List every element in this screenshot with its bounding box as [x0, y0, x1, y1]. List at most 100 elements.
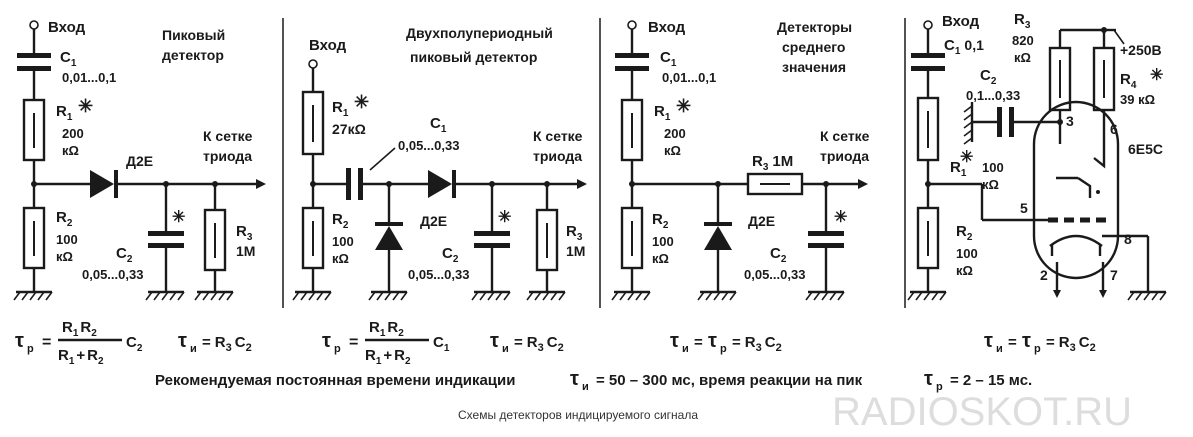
r4-label: R4 — [1120, 71, 1137, 91]
pin-8: 8 — [1124, 231, 1132, 247]
c1-value: 0,01...0,1 — [62, 70, 116, 85]
svg-text:=: = — [42, 334, 51, 351]
ground-symbol — [805, 290, 845, 301]
grid-label-2: триода — [203, 148, 252, 164]
r3-label: R3 — [236, 223, 253, 243]
c2-value: 0,05...0,33 — [82, 267, 143, 282]
r2-unit: кΩ — [956, 263, 973, 278]
input-label: Вход — [648, 19, 686, 36]
r2-unit: кΩ — [652, 251, 669, 266]
r4-star: ✳ — [1150, 67, 1163, 84]
svg-text:=: = — [1008, 334, 1017, 351]
c2-value: 0,1...0,33 — [966, 88, 1020, 103]
c1-value: 0,05...0,33 — [398, 138, 459, 153]
svg-text:р: р — [1034, 343, 1041, 355]
r1-value: 100 — [982, 160, 1004, 175]
svg-text:=: = — [694, 334, 703, 351]
c2-value: 0,05...0,33 — [408, 267, 469, 282]
grid-label-1: К сетке — [820, 128, 870, 144]
title-line2: пиковый детектор — [410, 49, 537, 65]
ground-symbol — [697, 290, 737, 301]
panel-average-detector: Вход Детекторы среднего значения C1 0,01… — [611, 19, 870, 355]
ground-symbol — [13, 290, 53, 301]
grid-label-1: К сетке — [203, 128, 253, 144]
r2-label: R2 — [652, 211, 669, 231]
r1-unit: кΩ — [664, 143, 681, 158]
r2-label: R2 — [332, 211, 349, 231]
r1-value: 200 — [62, 126, 84, 141]
pin-2: 2 — [1040, 267, 1048, 283]
c2-star: ✳ — [498, 209, 511, 226]
svg-text:C1: C1 — [433, 334, 450, 354]
c2-value: 0,05...0,33 — [744, 267, 805, 282]
r2-value: 100 — [956, 246, 978, 261]
r3-value: 1M — [566, 243, 585, 259]
svg-text:τ: τ — [570, 368, 579, 390]
r3-label: R3 — [1014, 11, 1031, 31]
ground-symbol — [526, 290, 566, 301]
supply-label: +250В — [1120, 42, 1162, 58]
r2-value: 100 — [652, 234, 674, 249]
svg-text:р: р — [27, 343, 34, 355]
svg-text:Рекомендуемая постоянная време: Рекомендуемая постоянная времени индикац… — [155, 372, 515, 389]
svg-text:τ: τ — [15, 330, 24, 352]
c2-label: C2 — [116, 245, 133, 265]
r1-value: 27кΩ — [332, 121, 366, 137]
svg-text:R1+R2: R1+R2 — [58, 347, 104, 367]
ground-symbol — [292, 290, 332, 301]
ground-symbol — [145, 290, 185, 301]
svg-text:R1+R2: R1+R2 — [365, 347, 411, 367]
c1-label: C1 — [430, 115, 447, 135]
r1-unit: кΩ — [62, 143, 79, 158]
pin-6: 6 — [1110, 121, 1118, 137]
c2-label: C2 — [980, 67, 997, 87]
grid-label-1: К сетке — [533, 128, 583, 144]
r1-star: ✳ — [78, 96, 93, 116]
r2-label: R2 — [56, 209, 73, 229]
recommendation-text: Рекомендуемая постоянная времени индикац… — [155, 368, 1032, 393]
svg-text:= 50 – 300 мс, время реакции н: = 50 – 300 мс, время реакции на пик — [596, 372, 863, 389]
svg-text:= 2 – 15 мс.: = 2 – 15 мс. — [950, 372, 1032, 389]
ground-symbol — [611, 290, 651, 301]
r1-star: ✳ — [354, 92, 369, 112]
r2-value: 100 — [332, 234, 354, 249]
svg-text:=: = — [349, 334, 358, 351]
ground-symbol — [194, 290, 234, 301]
title-line3: значения — [782, 59, 846, 75]
r3-value: 820 — [1012, 33, 1034, 48]
ground-symbol — [471, 290, 511, 301]
c1-value: 0,01...0,1 — [662, 70, 716, 85]
r2-unit: кΩ — [56, 249, 73, 264]
svg-text:и: и — [682, 343, 689, 355]
tube-name: 6Е5С — [1128, 141, 1163, 157]
r1-label: R1 — [56, 103, 73, 123]
figure-caption: Схемы детекторов индицируемого сигнала — [458, 408, 698, 422]
r2-value: 100 — [56, 232, 78, 247]
r1-value: 200 — [664, 126, 686, 141]
c2-star: ✳ — [172, 209, 185, 226]
r1-unit: кΩ — [982, 177, 999, 192]
svg-text:τ: τ — [708, 330, 717, 352]
title-line2: детектор — [162, 47, 224, 63]
pin-3: 3 — [1066, 113, 1074, 129]
input-label: Вход — [942, 13, 980, 30]
ground-symbol — [368, 290, 408, 301]
input-label: Вход — [48, 19, 86, 36]
title-line1: Двухполупериодный — [406, 25, 553, 41]
title-line1: Детекторы — [777, 19, 852, 35]
svg-text:τ: τ — [670, 330, 679, 352]
svg-text:и: и — [996, 343, 1003, 355]
svg-text:C2: C2 — [126, 334, 143, 354]
